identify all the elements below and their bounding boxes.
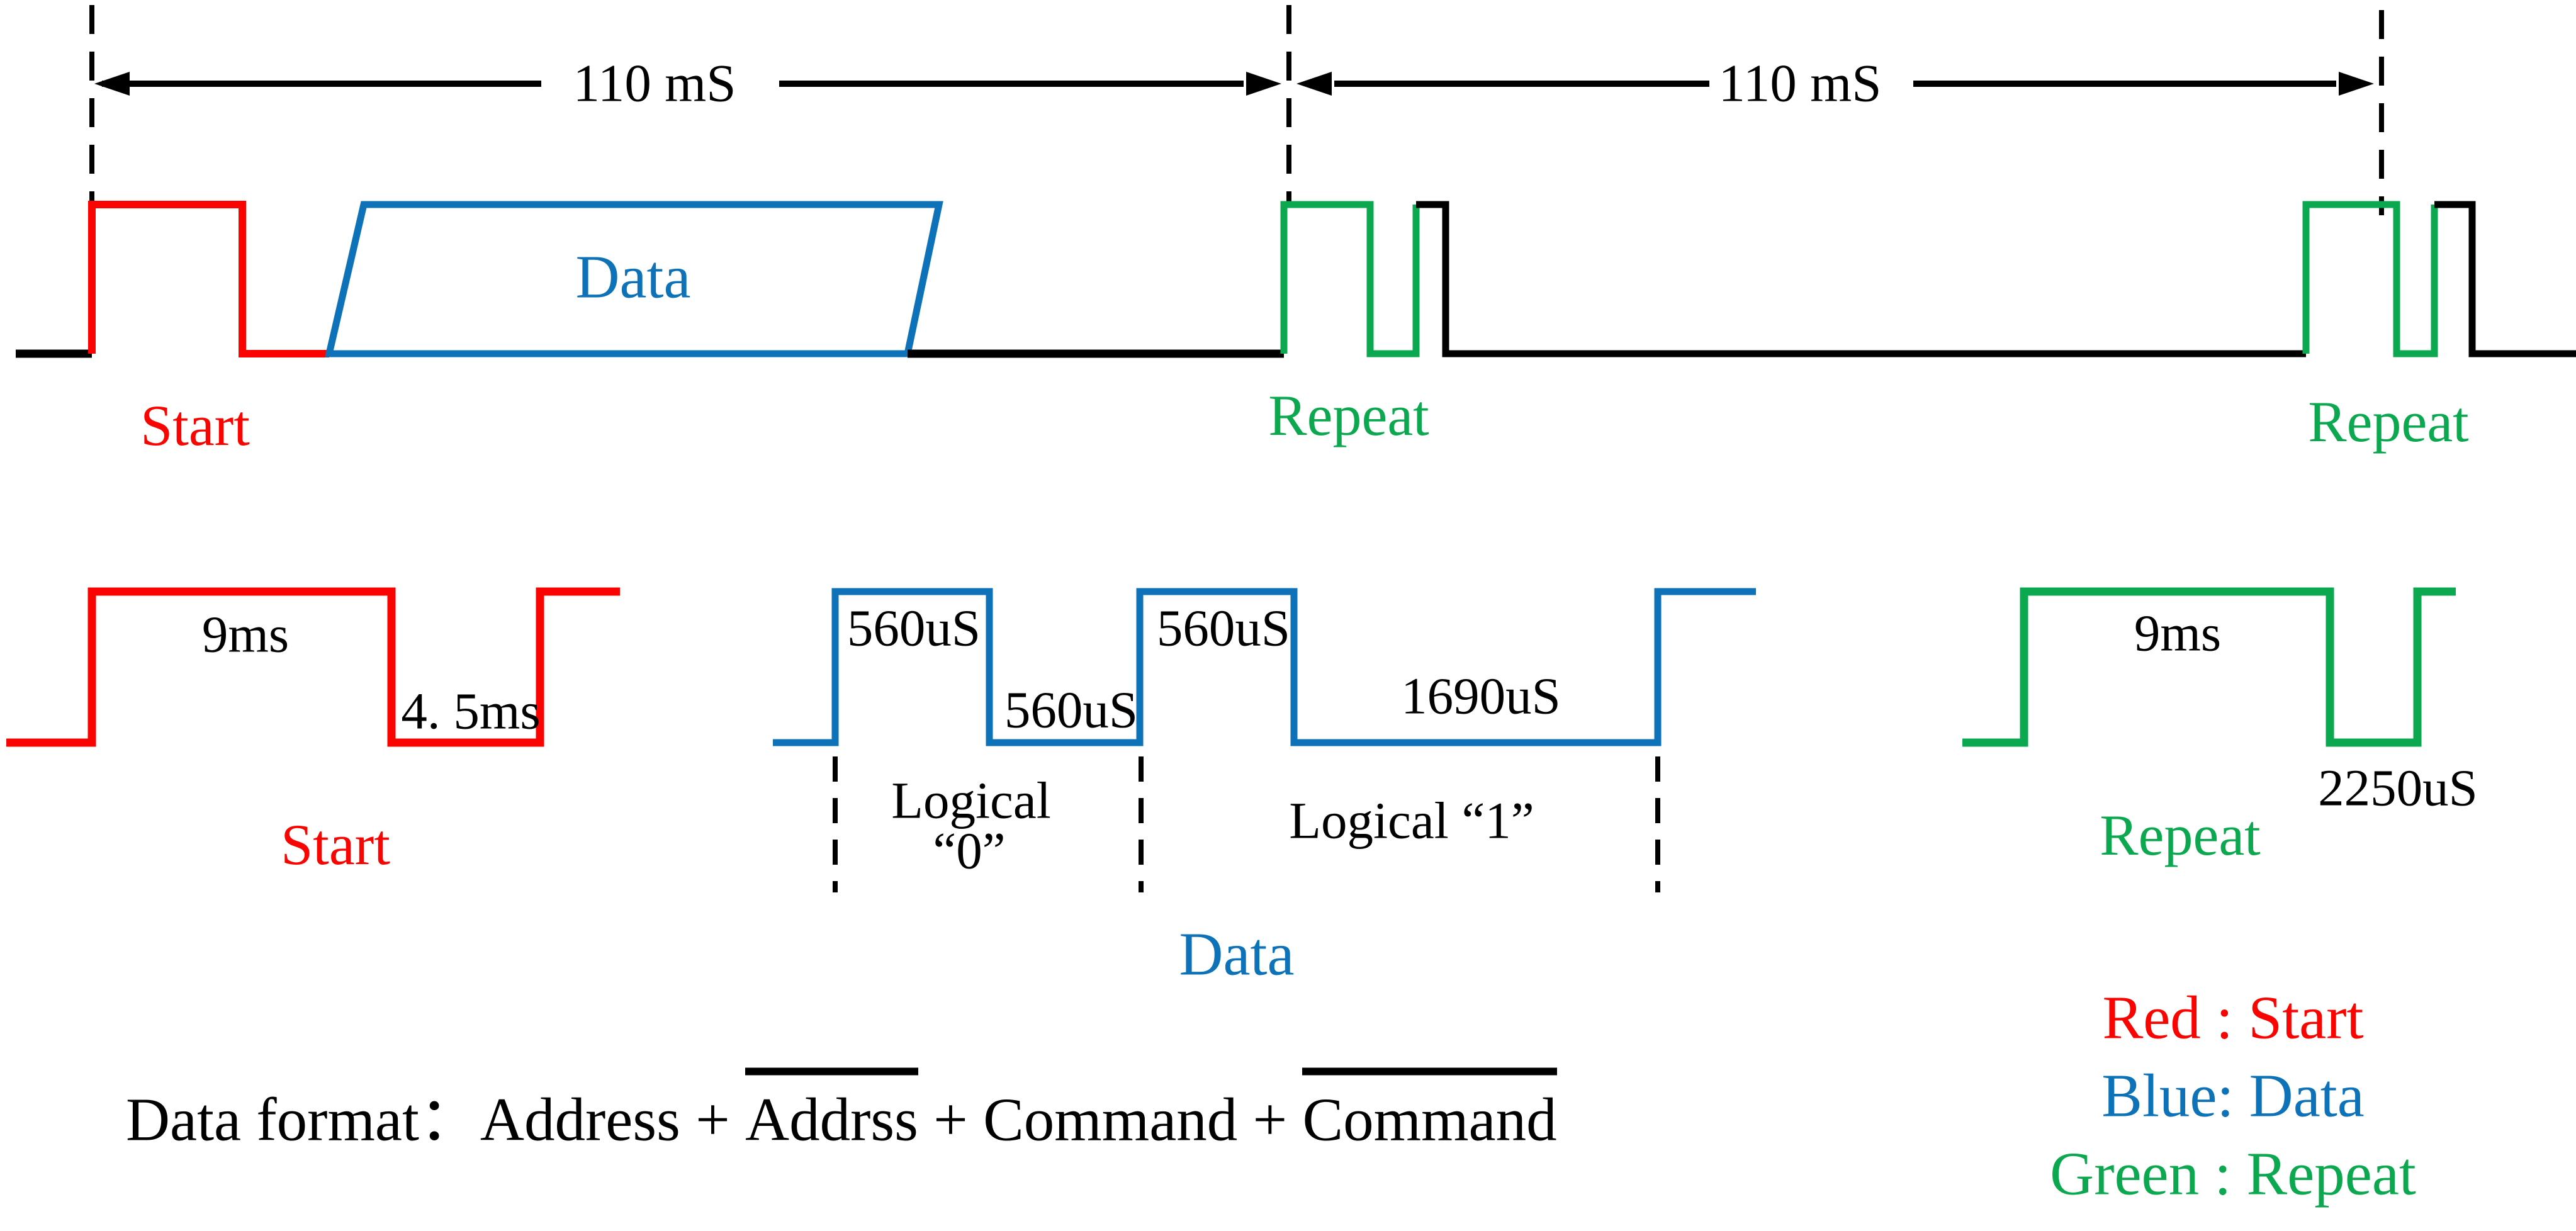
start-detail-label: Start bbox=[281, 812, 390, 877]
interval1-label: 110 mS bbox=[573, 53, 736, 113]
start-high-time: 9ms bbox=[201, 605, 290, 663]
legend-blue-data: Blue: Data bbox=[2101, 1062, 2365, 1130]
interval2-label: 110 mS bbox=[1718, 53, 1882, 113]
overview-start-pulse bbox=[88, 201, 329, 357]
data-format-line: Data format：Address + Addrss + Command +… bbox=[126, 1067, 1557, 1150]
data-pulse2-low-time: 1690uS bbox=[1401, 666, 1561, 725]
data-pulse1-low-time: 560uS bbox=[1004, 680, 1139, 739]
overview-repeat1-label: Repeat bbox=[1268, 383, 1429, 447]
data-format-mid: + Command + bbox=[918, 1086, 1303, 1154]
start-low-time: 4. 5ms bbox=[401, 682, 541, 740]
command-complement-overlined: Command bbox=[1302, 1067, 1557, 1150]
logical0-word: Logical bbox=[891, 771, 1051, 829]
data-pulse1-high-time: 560uS bbox=[846, 599, 981, 657]
detail-start-waveform bbox=[6, 587, 620, 747]
repeat-detail-label: Repeat bbox=[2100, 803, 2261, 867]
arrowhead-left-2 bbox=[1296, 72, 1332, 96]
logical0-value: “0” bbox=[933, 821, 1006, 880]
overview-data-label: Data bbox=[575, 243, 691, 311]
overview-repeat2-pulses bbox=[2302, 201, 2438, 357]
data-detail-label: Data bbox=[1179, 920, 1295, 988]
arrowhead-left-1 bbox=[94, 72, 130, 96]
overview-repeat1-pulses bbox=[1280, 201, 1420, 357]
overview-start-label: Start bbox=[140, 393, 250, 458]
data-pulse2-high-time: 560uS bbox=[1156, 599, 1291, 657]
logical1-label: Logical “1” bbox=[1289, 791, 1534, 850]
address-complement-overlined: Addrss bbox=[745, 1067, 918, 1150]
overview-repeat1-tail bbox=[1416, 201, 2306, 357]
repeat-low-time: 2250uS bbox=[2318, 758, 2478, 817]
overview-data-trapezoid bbox=[325, 201, 943, 357]
detail-repeat-waveform bbox=[1962, 587, 2456, 747]
legend-red-start: Red : Start bbox=[2102, 984, 2364, 1052]
repeat-high-time: 9ms bbox=[2134, 604, 2222, 662]
overview-repeat2-tail bbox=[2434, 201, 2576, 357]
legend-green-repeat: Green : Repeat bbox=[2050, 1140, 2416, 1208]
data-format-lead: Data format：Address + bbox=[126, 1086, 746, 1154]
arrowhead-right-2 bbox=[2339, 72, 2374, 96]
overview-repeat2-label: Repeat bbox=[2308, 390, 2469, 454]
detail-data-waveform bbox=[773, 588, 1756, 746]
arrowhead-right-1 bbox=[1246, 72, 1281, 96]
